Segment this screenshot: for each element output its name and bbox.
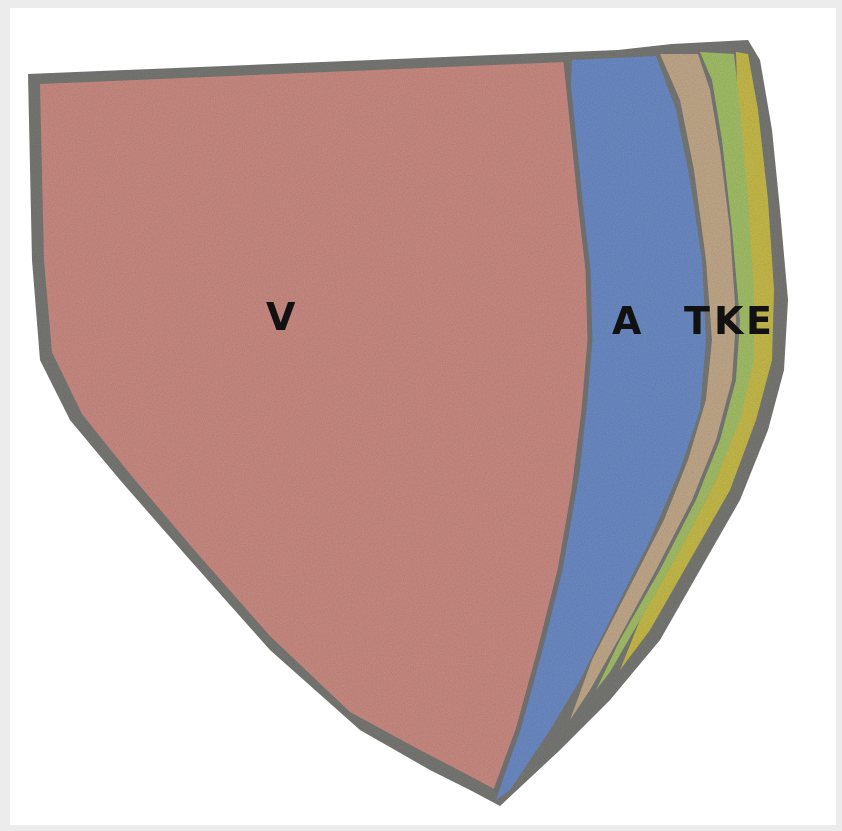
label-t: T <box>684 299 710 343</box>
label-k: K <box>714 299 745 343</box>
label-v: V <box>266 295 296 339</box>
label-e: E <box>746 299 772 343</box>
label-a: A <box>612 299 642 343</box>
